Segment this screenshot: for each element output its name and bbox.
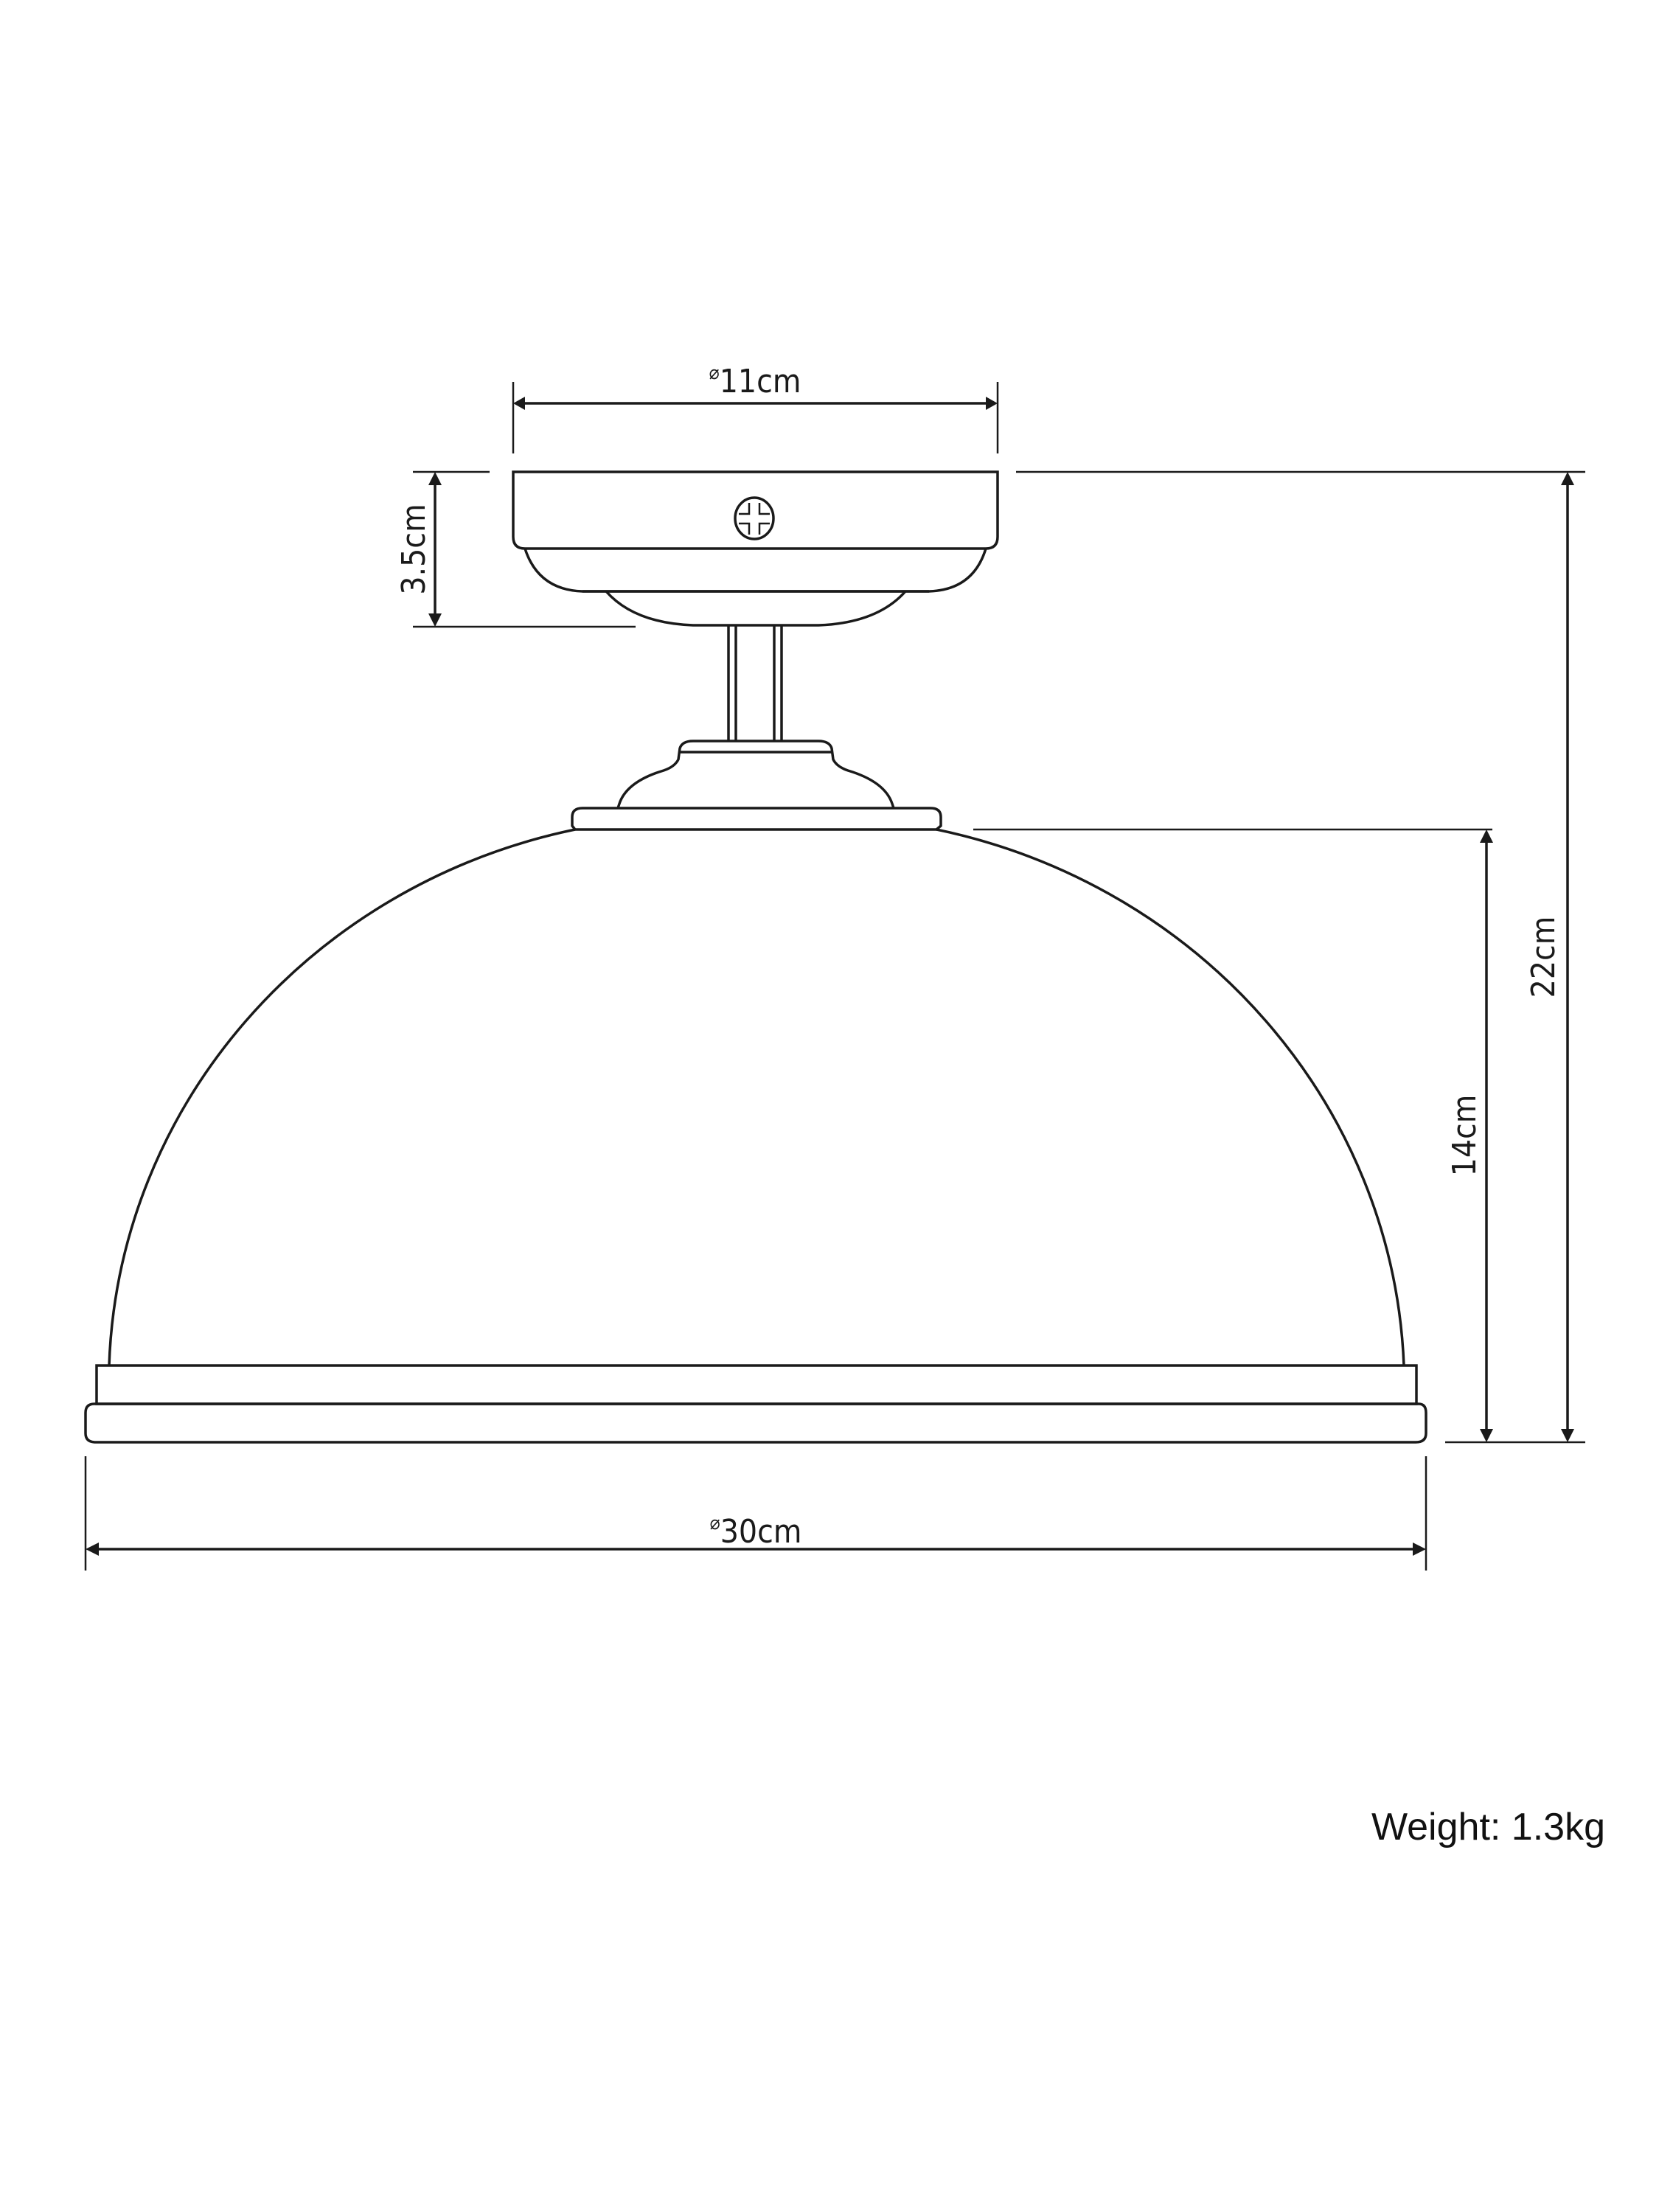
dimension-canopy-height: 3.5cm (395, 470, 636, 628)
label-canopy-diameter: ⌀11cm (709, 362, 801, 400)
dimension-overall-height: 22cm (1016, 470, 1585, 1442)
label-overall-height: 22cm (1525, 917, 1562, 998)
screw-icon (734, 496, 775, 540)
dimension-canopy-diameter: ⌀11cm (512, 362, 999, 453)
label-canopy-height: 3.5cm (395, 504, 433, 594)
ceiling-canopy (512, 470, 999, 627)
weight-label: Weight: 1.3kg (1371, 1806, 1606, 1848)
lamp-stem (727, 625, 783, 741)
shade-collar (571, 740, 942, 831)
dimension-shade-diameter: ⌀30cm (84, 1456, 1427, 1571)
dome-shade (84, 828, 1427, 1444)
dimension-shade-height: 14cm (973, 828, 1585, 1444)
label-shade-height: 14cm (1446, 1095, 1484, 1177)
label-shade-diameter: ⌀30cm (710, 1512, 802, 1551)
